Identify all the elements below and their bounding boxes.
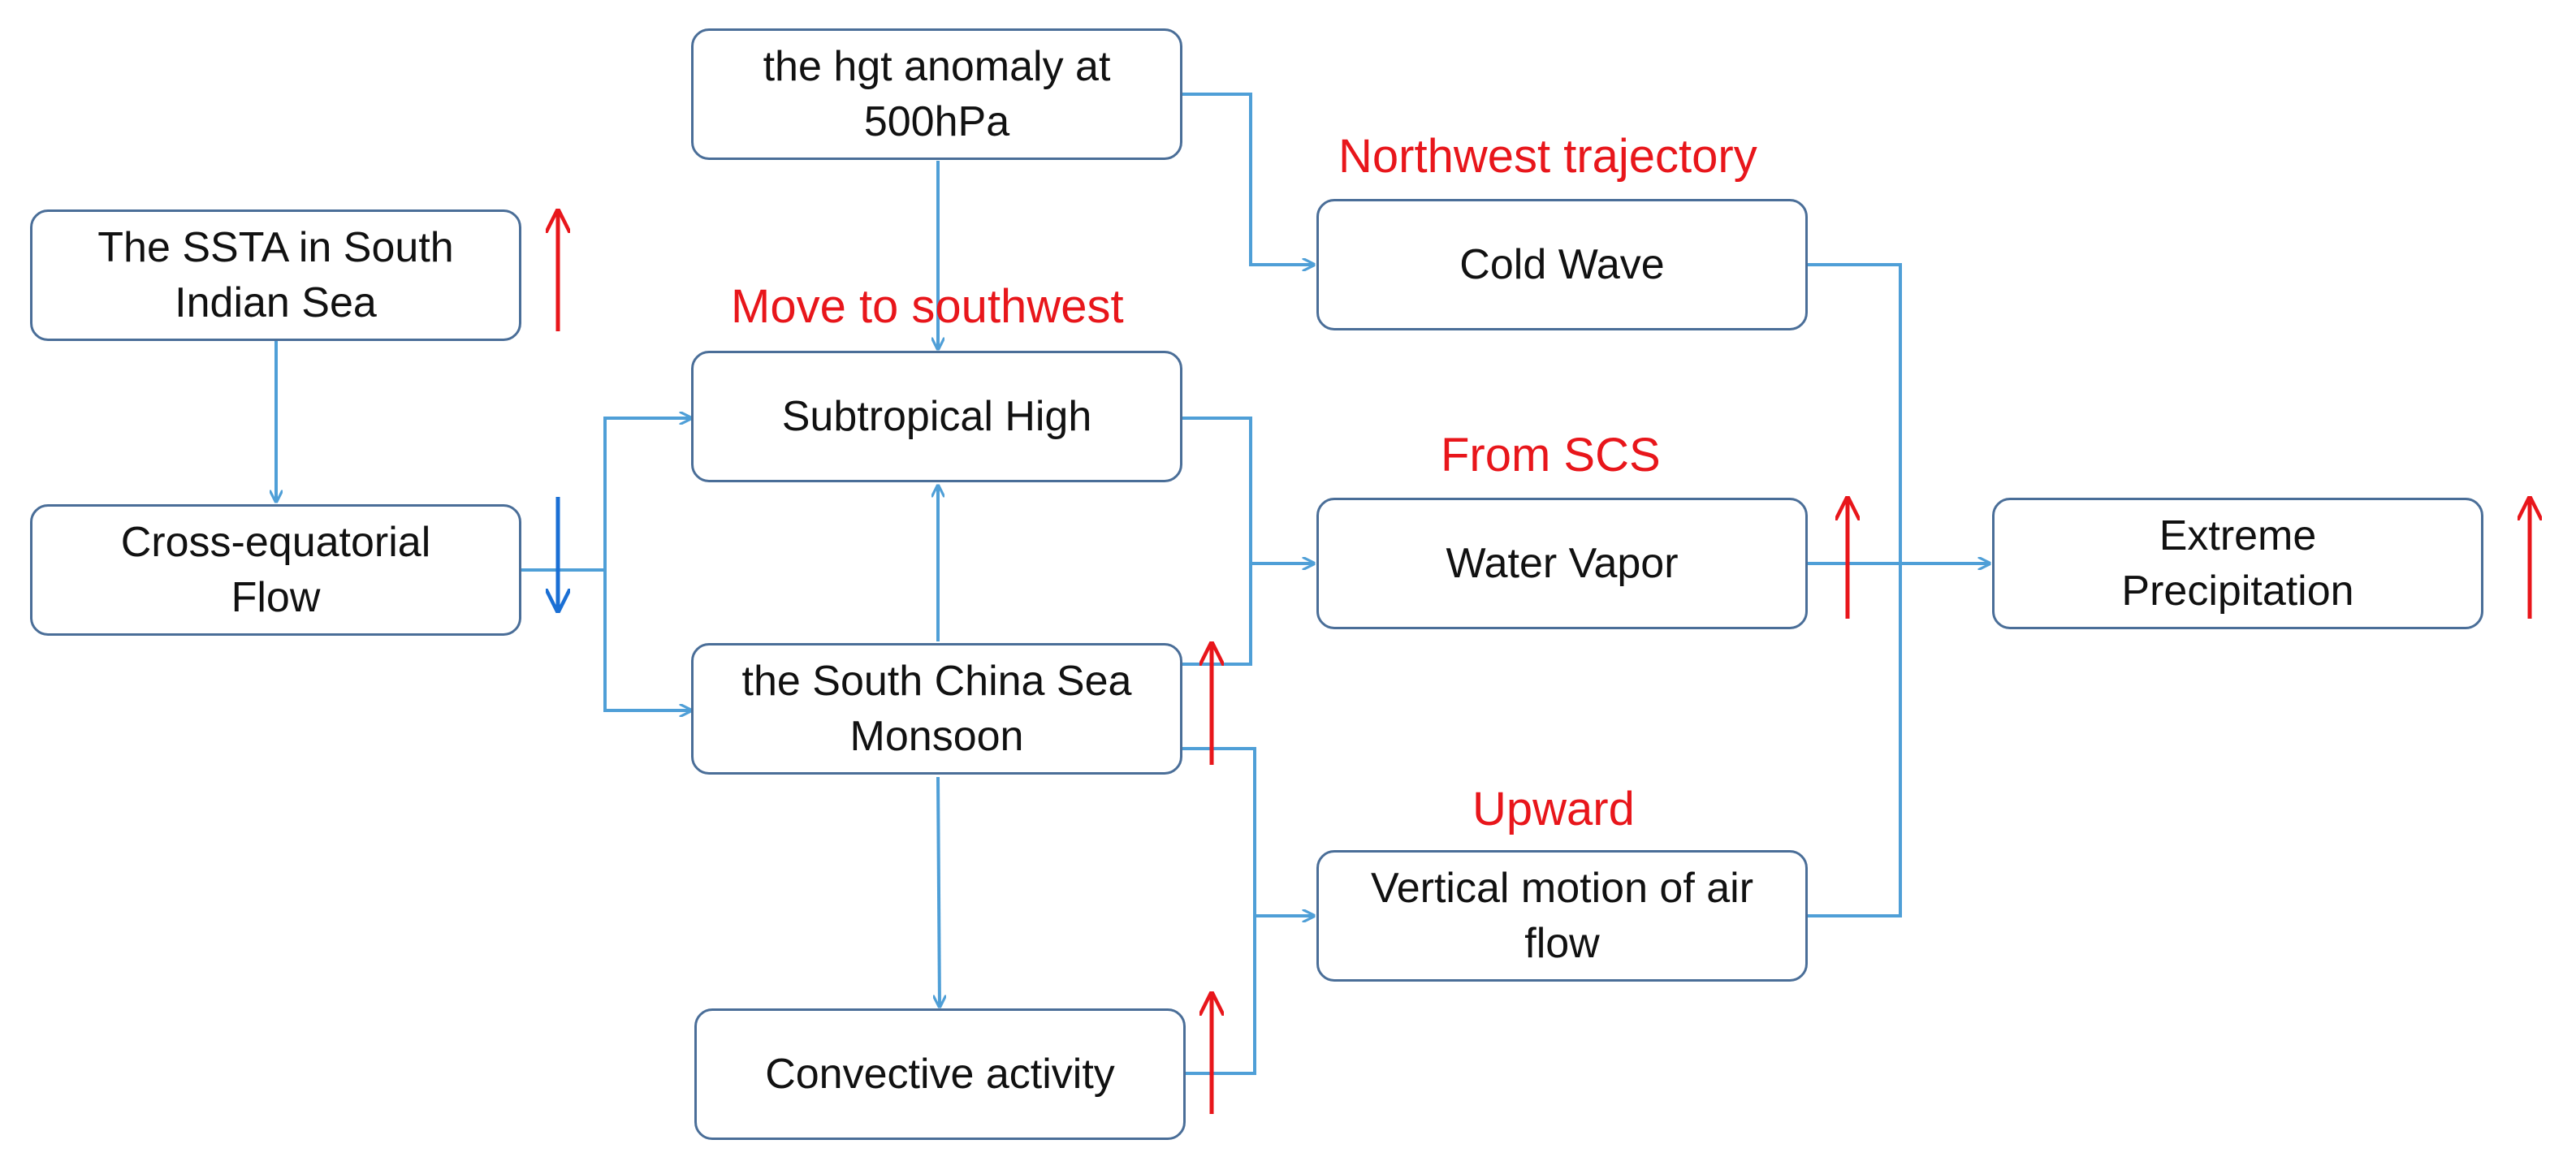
connector-monsoon-to-water-vapor bbox=[1182, 563, 1252, 666]
vertical-motion-box: Vertical motion of air flow bbox=[1316, 850, 1808, 982]
connector-monsoon-to-convective bbox=[938, 776, 940, 1007]
connector-monsoon-to-vertical-motion bbox=[1182, 747, 1314, 916]
water-vapor-box: Water Vapor bbox=[1316, 498, 1808, 629]
move-southwest-annotation: Move to southwest bbox=[731, 280, 1124, 333]
water-vapor-label: Water Vapor bbox=[1446, 540, 1679, 587]
convective-activity-box: Convective activity bbox=[694, 1008, 1186, 1140]
connector-convective-to-vertical-motion bbox=[1186, 916, 1256, 1075]
vertical-motion-label: Vertical motion of air flow bbox=[1370, 865, 1754, 967]
from-scs-annotation: From SCS bbox=[1441, 429, 1661, 481]
hgt-anomaly-box: the hgt anomaly at 500hPa bbox=[691, 28, 1182, 160]
subtropical-high-label: Subtropical High bbox=[781, 393, 1092, 440]
scs-monsoon-label: the South China Sea Monsoon bbox=[741, 658, 1132, 760]
connector-branch-to-scs-monsoon bbox=[603, 570, 691, 710]
hgt-anomaly-label: the hgt anomaly at 500hPa bbox=[763, 43, 1111, 145]
upward-annotation: Upward bbox=[1472, 783, 1635, 835]
cross-equatorial-flow-label: Cross-equatorial Flow bbox=[120, 519, 431, 621]
connector-hgt-to-cold-wave bbox=[1182, 93, 1314, 265]
subtropical-high-box: Subtropical High bbox=[691, 351, 1182, 482]
connector-subtropical-high-to-water-vapor bbox=[1182, 417, 1314, 563]
connector-vertical-motion-to-collector bbox=[1808, 563, 1902, 917]
cold-wave-label: Cold Wave bbox=[1459, 241, 1665, 288]
ssta-box: The SSTA in South Indian Sea bbox=[30, 209, 521, 341]
convective-activity-label: Convective activity bbox=[765, 1051, 1115, 1098]
connector-branch-to-subtropical-high bbox=[603, 418, 691, 570]
cross-equatorial-flow-box: Cross-equatorial Flow bbox=[30, 504, 521, 636]
extreme-precipitation-label: Extreme Precipitation bbox=[2121, 512, 2354, 615]
northwest-trajectory-annotation: Northwest trajectory bbox=[1338, 130, 1757, 183]
scs-monsoon-box: the South China Sea Monsoon bbox=[691, 643, 1182, 775]
connector-cold-wave-to-collector bbox=[1808, 263, 1902, 563]
extreme-precipitation-box: Extreme Precipitation bbox=[1992, 498, 2483, 629]
ssta-label: The SSTA in South Indian Sea bbox=[97, 224, 454, 326]
cold-wave-box: Cold Wave bbox=[1316, 199, 1808, 330]
